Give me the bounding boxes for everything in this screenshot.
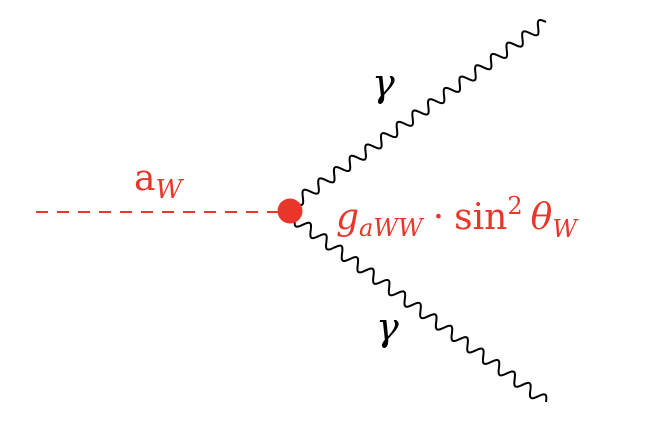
sin-function: sin xyxy=(454,197,507,238)
theta-symbol: θ xyxy=(531,197,553,238)
photon-label-lower: γ xyxy=(376,305,399,349)
scalar-subscript: W xyxy=(155,175,184,205)
coupling-subscript: aWW xyxy=(359,214,425,242)
scalar-label: aW xyxy=(134,158,184,205)
interaction-vertex xyxy=(277,198,303,224)
exponent: 2 xyxy=(507,192,522,220)
photon-label-upper: γ xyxy=(372,61,395,105)
dot-operator: · xyxy=(433,197,444,238)
photon-line-upper xyxy=(294,19,547,206)
coupling-symbol: g xyxy=(336,197,359,238)
photon-line-lower xyxy=(293,218,548,403)
theta-subscript: W xyxy=(552,215,579,243)
scalar-symbol: a xyxy=(134,158,155,199)
